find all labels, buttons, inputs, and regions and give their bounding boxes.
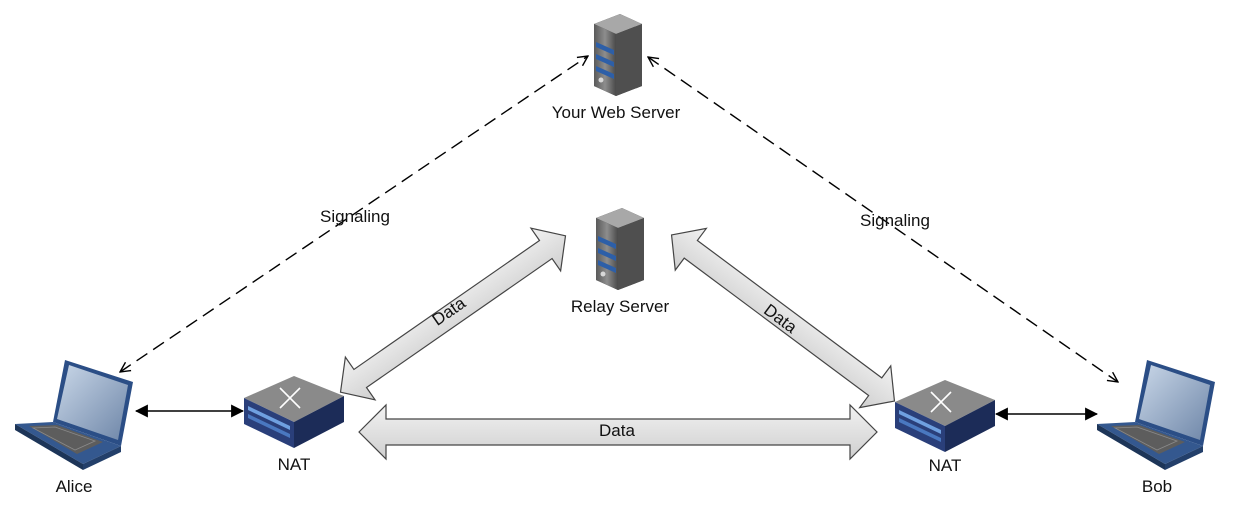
nat-right-label: NAT [929,456,962,475]
data-edge-left [339,227,567,401]
server-icon [596,208,644,290]
signaling-edge-left [120,56,588,372]
web-server-label: Your Web Server [552,103,681,122]
network-switch-icon [895,380,995,452]
data-edge-direct [358,403,878,461]
laptop-icon [1097,360,1215,470]
signaling-edge-right [648,57,1118,382]
network-switch-icon [244,376,344,448]
laptop-icon [15,360,133,470]
alice-label: Alice [56,477,93,496]
bob-label: Bob [1142,477,1172,496]
relay-server-label: Relay Server [571,297,670,316]
server-icon [594,14,642,96]
signaling-label-right: Signaling [860,211,930,230]
signaling-label-left: Signaling [320,207,390,226]
nat-left-label: NAT [278,455,311,474]
data-label-direct: Data [599,421,635,440]
data-edge-right [670,227,896,409]
